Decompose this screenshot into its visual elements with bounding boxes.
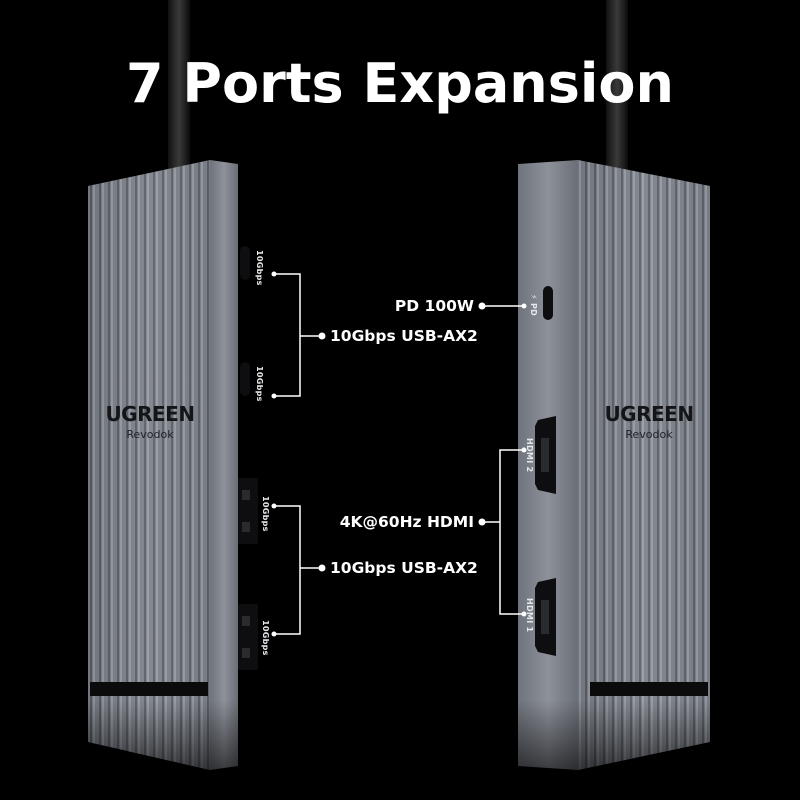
left-brand-logo: UGREEN — [105, 402, 195, 426]
right-port-marking: HDMI 1 — [525, 598, 534, 633]
usb-c-port — [240, 362, 250, 396]
usb-c-callout: 10Gbps USB-AX2 — [330, 327, 478, 345]
right-hub — [518, 160, 710, 770]
usb-a-port — [238, 478, 258, 544]
left-model-name: Revodok — [126, 428, 174, 441]
hdmi-callout: 4K@60Hz HDMI — [339, 513, 474, 531]
left-port-marking: 10Gbps — [261, 620, 270, 656]
left-callout-lines — [274, 273, 322, 635]
right-model-name: Revodok — [625, 428, 673, 441]
usb-a-port — [238, 604, 258, 670]
pd-callout: PD 100W — [394, 297, 474, 315]
right-callout-lines — [482, 305, 524, 615]
right-port-marking: ⚡ PD — [529, 294, 538, 317]
usb-a-callout: 10Gbps USB-AX2 — [330, 559, 478, 577]
left-port-marking: 10Gbps — [261, 496, 270, 532]
pd-usb-c-port — [543, 286, 553, 320]
left-port-marking: 10Gbps — [255, 250, 264, 286]
page-title: 7 Ports Expansion — [126, 52, 674, 115]
usb-c-port — [240, 246, 250, 280]
right-port-marking: HDMI 2 — [525, 438, 534, 473]
left-port-marking: 10Gbps — [255, 366, 264, 402]
right-cable — [606, 0, 628, 175]
left-cable — [168, 0, 190, 175]
left-hub — [88, 160, 258, 770]
right-brand-logo: UGREEN — [604, 402, 694, 426]
